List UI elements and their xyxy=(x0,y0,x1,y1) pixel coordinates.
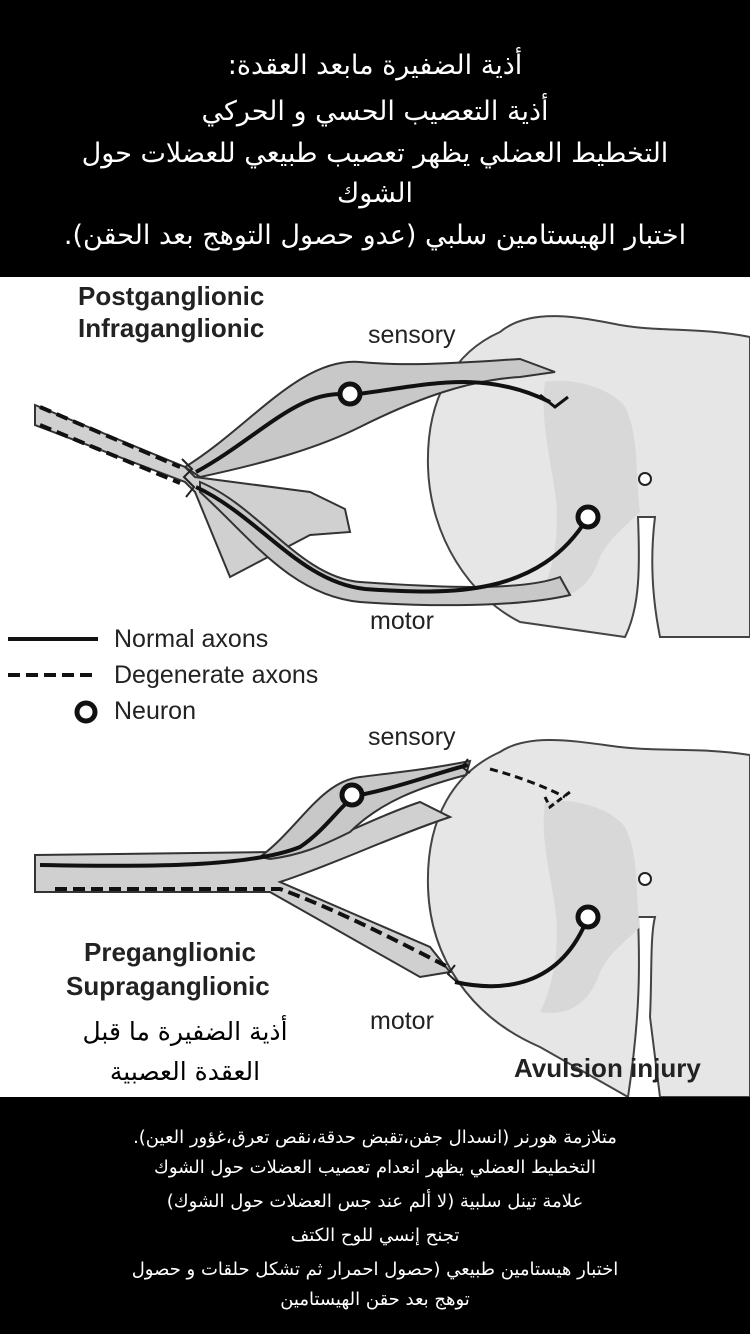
bottom-banner-line-6: توهج بعد حقن الهيستامين xyxy=(280,1289,470,1310)
lower-sensory-neuron xyxy=(339,782,365,808)
bottom-banner-line-5: اختبار هيستامين طبيعي (حصول احمرار ثم تش… xyxy=(131,1259,619,1280)
legend-neuron-label: Neuron xyxy=(114,697,196,725)
top-banner: أذية الضفيرة مابعد العقدة: أذية التعصيب … xyxy=(0,0,750,277)
lower-heading-line-2: Supraganglionic xyxy=(66,971,270,1001)
upper-sensory-label: sensory xyxy=(368,321,456,349)
top-banner-line-1: أذية الضفيرة مابعد العقدة: xyxy=(227,50,523,81)
upper-motor-label: motor xyxy=(370,607,434,635)
bottom-banner-line-3: علامة تينل سلبية (لا ألم عند جس العضلات … xyxy=(166,1191,584,1212)
lower-heading-line-1: Preganglionic xyxy=(84,937,256,967)
lower-central-canal xyxy=(638,872,652,886)
lower-arabic-line-1: أذية الضفيرة ما قبل xyxy=(82,1017,288,1046)
top-banner-line-5: اختبار الهيستامين سلبي (عدو حصول التوهج … xyxy=(63,220,687,251)
upper-heading-line-2: Infraganglionic xyxy=(78,313,265,343)
upper-sensory-terminal xyxy=(539,393,569,409)
lower-motor-neuron xyxy=(575,904,601,930)
nerve-diagram-svg xyxy=(8,315,750,1097)
bottom-banner-line-1: متلازمة هورنر (انسدال جفن،تقبض حدقة،نقص … xyxy=(133,1127,617,1148)
avulsion-injury-label: Avulsion injury xyxy=(514,1053,701,1083)
top-banner-line-3: التخطيط العضلي يظهر تعصيب طبيعي للعضلات … xyxy=(81,138,669,169)
lower-dorsal-root-ganglion xyxy=(257,759,472,861)
lower-motor-label: motor xyxy=(370,1007,434,1035)
bottom-banner: متلازمة هورنر (انسدال جفن،تقبض حدقة،نقص … xyxy=(0,1097,750,1334)
upper-sensory-neuron xyxy=(337,381,363,407)
lower-sensory-label: sensory xyxy=(368,723,456,751)
lower-degenerate-rootlet xyxy=(489,767,566,799)
bottom-banner-line-2: التخطيط العضلي يظهر انعدام تعصيب العضلات… xyxy=(154,1157,596,1178)
upper-tear-line xyxy=(181,458,196,498)
lower-motor-tear xyxy=(446,964,458,983)
upper-ventral-root xyxy=(199,480,572,607)
lower-degenerate-axon xyxy=(55,887,449,969)
upper-dorsal-root-ganglion xyxy=(183,357,556,479)
lower-arabic-line-2: العقدة العصبية xyxy=(109,1057,261,1086)
top-banner-line-2: أذية التعصيب الحسي و الحركي xyxy=(201,96,549,127)
lower-motor-axon xyxy=(454,916,590,989)
lower-degenerate-terminal xyxy=(543,790,571,810)
upper-degenerate-axon-2 xyxy=(39,423,181,485)
legend-degenerate-label: Degenerate axons xyxy=(114,661,319,689)
upper-motor-axon xyxy=(195,485,590,594)
upper-degenerate-axon-1 xyxy=(39,405,181,469)
bottom-banner-line-4: تجنح إنسي للوح الكتف xyxy=(290,1225,460,1246)
lower-normal-axon xyxy=(39,763,469,868)
upper-motor-neuron xyxy=(575,504,601,530)
upper-central-canal xyxy=(638,472,652,486)
top-banner-line-4: الشوك xyxy=(336,178,414,209)
upper-heading-line-1: Postganglionic xyxy=(78,281,265,311)
nerve-injury-figure: Postganglionic Infraganglionic sensory m… xyxy=(0,277,750,1097)
legend-neuron-marker xyxy=(74,700,98,724)
legend-normal-label: Normal axons xyxy=(114,625,269,653)
